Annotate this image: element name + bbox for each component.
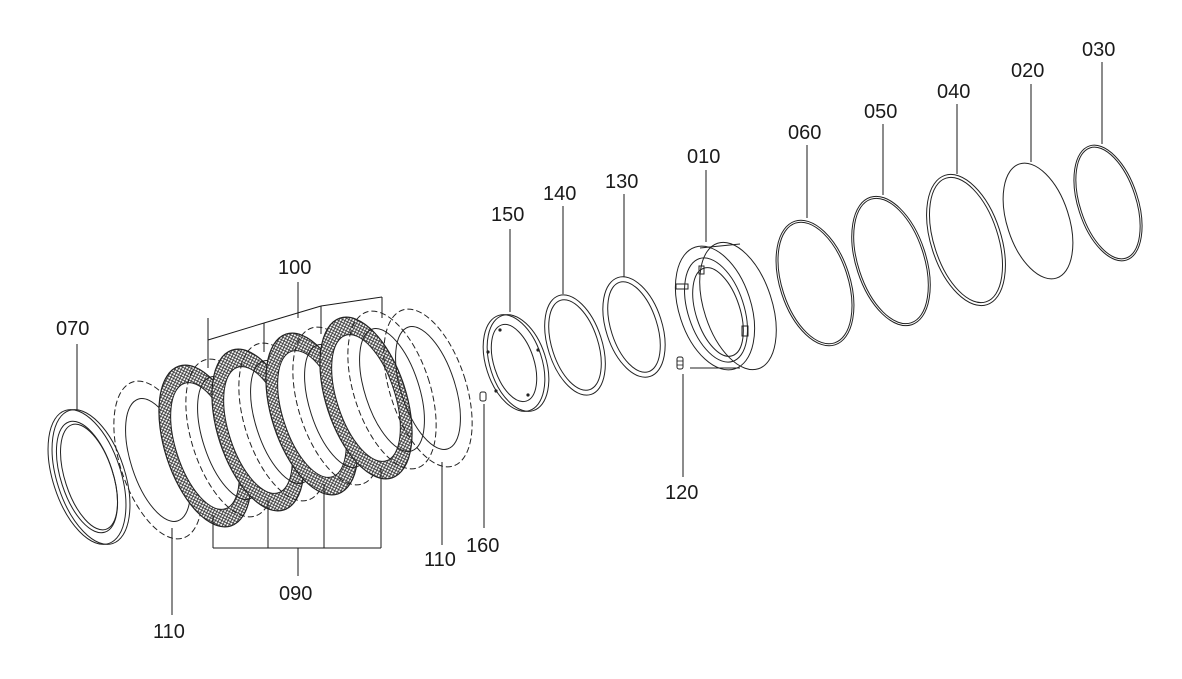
clutch-pack [113,308,473,540]
part-010-piston [674,241,777,371]
part-150-plate [482,314,550,412]
label-110-front: 110 [153,621,185,643]
label-130: 130 [605,171,638,193]
part-120-pin [676,356,684,370]
label-160: 160 [466,535,499,557]
part-030-ring [1073,144,1143,262]
part-160-pin [479,391,487,402]
label-030: 030 [1082,39,1115,61]
label-040: 040 [937,81,970,103]
part-060-ring [775,219,855,347]
label-070: 070 [56,318,89,340]
part-040-ring [926,173,1006,307]
part-070-ring [47,409,131,545]
leader-lines [76,62,1103,615]
label-050: 050 [864,101,897,123]
part-020-ring [1002,162,1074,280]
label-090: 090 [279,583,312,605]
label-110-rear: 110 [424,549,456,571]
label-060: 060 [788,122,821,144]
part-130-ring [602,276,666,378]
part-labels: 070 110 090 100 110 160 150 140 130 120 … [56,39,1115,643]
label-150: 150 [491,204,524,226]
label-140: 140 [543,183,576,205]
label-120: 120 [665,482,698,504]
label-020: 020 [1011,60,1044,82]
part-050-ring [851,195,931,327]
label-100: 100 [278,257,311,279]
part-140-ring [544,294,606,396]
label-010: 010 [687,146,720,168]
